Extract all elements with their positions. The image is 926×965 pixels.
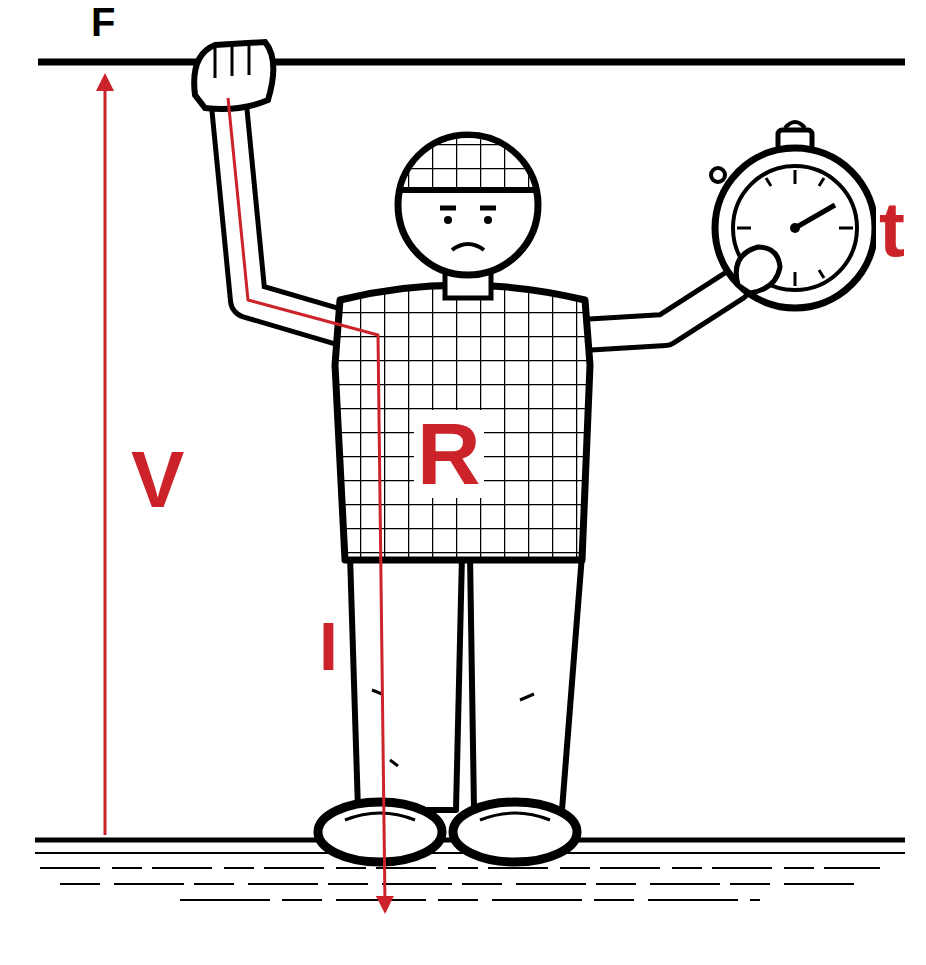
current-label: I (316, 612, 341, 680)
voltage-arrow (104, 82, 107, 835)
head (398, 135, 538, 275)
right-arm (582, 285, 735, 335)
voltage-label: V (128, 440, 187, 520)
current-arrow (228, 98, 385, 905)
resistance-label: R (414, 410, 484, 498)
wire-label: F (88, 2, 118, 42)
hand (194, 42, 273, 109)
shirt (335, 285, 590, 560)
fingers (215, 45, 249, 78)
shoes (318, 802, 577, 862)
top-wire (38, 59, 905, 66)
time-label: t (876, 190, 908, 268)
stopwatch (711, 122, 875, 308)
